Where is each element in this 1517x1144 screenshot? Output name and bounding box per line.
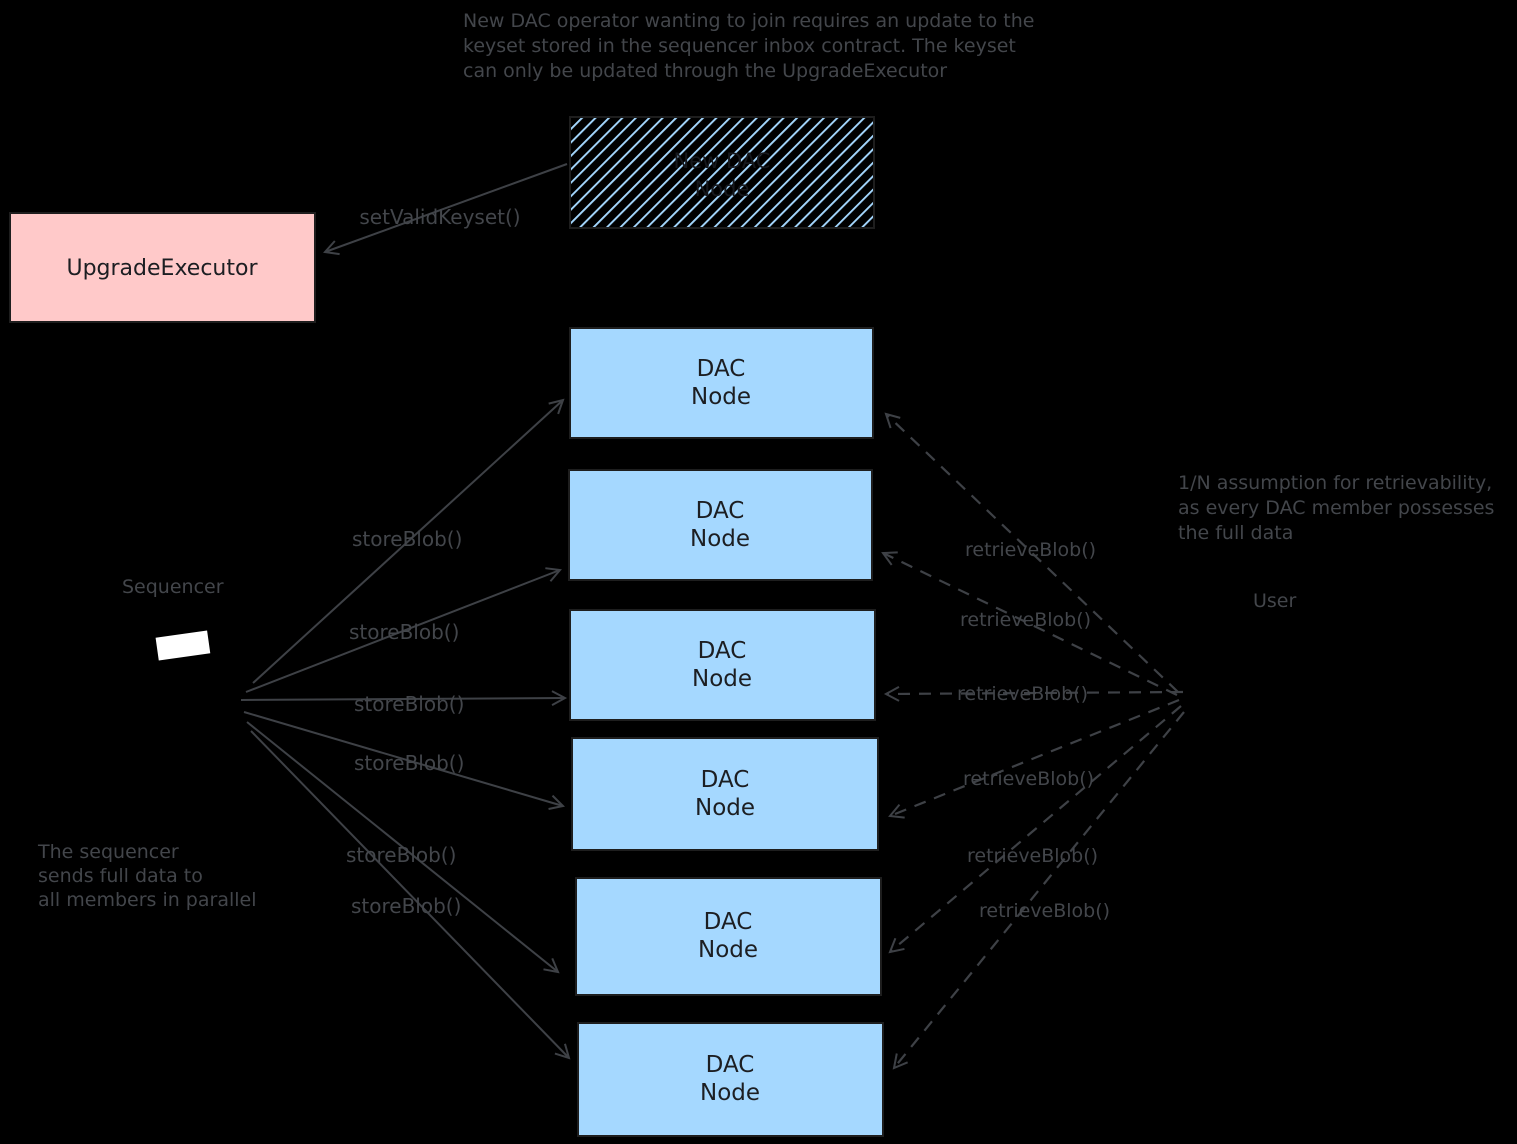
parallel-note-line3: all members in parallel	[38, 889, 257, 911]
new-dac-node-label-line2: Node	[695, 177, 750, 201]
retrievability-note-line3: the full data	[1178, 522, 1293, 544]
store-blob-arrows	[240, 398, 571, 1060]
retrieve-blob-arrows	[881, 412, 1185, 1070]
retrieve-blob-label-4: retrieveBlob()	[963, 768, 1094, 790]
dac-node-1-label-line1: DAC	[697, 356, 746, 382]
dac-node-4-label-line1: DAC	[701, 767, 750, 793]
store-blob-label-6: storeBlob()	[351, 894, 461, 918]
dac-node-box-2: DAC Node	[568, 469, 873, 581]
retrievability-note-line2: as every DAC member possesses	[1178, 497, 1494, 519]
store-blob-label-5: storeBlob()	[346, 843, 456, 867]
parallel-note-line1: The sequencer	[37, 841, 179, 863]
store-blob-label-2: storeBlob()	[349, 620, 459, 644]
dac-node-box-1: DAC Node	[569, 327, 874, 439]
upgrade-executor-label: UpgradeExecutor	[66, 256, 258, 281]
keyset-note-line2: keyset stored in the sequencer inbox con…	[463, 35, 1016, 57]
retrieve-blob-arrow-5	[888, 705, 1182, 954]
retrieve-blob-label-6: retrieveBlob()	[979, 900, 1110, 922]
store-blob-arrow-3	[240, 690, 568, 706]
dac-node-6-label-line2: Node	[700, 1080, 760, 1106]
store-blob-labels: storeBlob() storeBlob() storeBlob() stor…	[346, 527, 464, 918]
dac-node-1-label-line2: Node	[691, 384, 751, 410]
dac-node-4-label-line2: Node	[695, 795, 755, 821]
dac-node-2-label-line1: DAC	[696, 498, 745, 524]
new-dac-node-box: New DAC Node	[569, 116, 875, 229]
store-blob-arrow-1	[252, 398, 565, 684]
retrieve-blob-arrow-3	[883, 686, 1184, 702]
retrieve-blob-label-3: retrieveBlob()	[957, 683, 1088, 705]
store-blob-arrow-5	[246, 721, 560, 974]
upgrade-executor-box: UpgradeExecutor	[9, 212, 316, 323]
retrievability-note-line1: 1/N assumption for retrievability,	[1178, 472, 1492, 494]
keyset-note-line1: New DAC operator wanting to join require…	[463, 10, 1034, 32]
parallel-note-line2: sends full data to	[38, 865, 203, 887]
retrieve-blob-labels: retrieveBlob() retrieveBlob() retrieveBl…	[957, 539, 1110, 922]
user-label: User	[1253, 590, 1296, 612]
sequencer-label: Sequencer	[122, 576, 224, 598]
sequencer-laptop-icon	[155, 630, 211, 661]
dac-node-box-5: DAC Node	[575, 877, 882, 996]
set-valid-keyset-label: setValidKeyset()	[359, 205, 520, 229]
new-dac-node-label-line1: New DAC	[674, 149, 771, 173]
retrieve-blob-arrow-4	[888, 698, 1180, 819]
retrieve-blob-label-5: retrieveBlob()	[967, 845, 1098, 867]
store-blob-arrow-4	[243, 711, 566, 811]
store-blob-label-1: storeBlob()	[352, 527, 462, 551]
dac-node-6-label-line1: DAC	[706, 1052, 755, 1078]
dac-node-5-label-line2: Node	[698, 937, 758, 963]
store-blob-arrow-6	[250, 730, 571, 1060]
dac-node-3-label-line1: DAC	[698, 638, 747, 664]
dac-node-box-4: DAC Node	[571, 737, 879, 851]
retrieve-blob-arrow-1	[884, 412, 1179, 693]
dac-node-box-6: DAC Node	[577, 1022, 884, 1137]
set-valid-keyset-arrow	[323, 163, 568, 256]
store-blob-label-3: storeBlob()	[354, 692, 464, 716]
store-blob-arrow-2	[245, 567, 562, 693]
retrieve-blob-label-1: retrieveBlob()	[965, 539, 1096, 561]
dac-node-2-label-line2: Node	[690, 526, 750, 552]
keyset-note-line3: can only be updated through the UpgradeE…	[463, 60, 947, 82]
retrievability-note: 1/N assumption for retrievability, as ev…	[1178, 472, 1494, 544]
dac-node-boxes: DAC Node DAC Node DAC Node DAC Node DAC …	[568, 327, 884, 1137]
parallel-note: The sequencer sends full data to all mem…	[37, 841, 257, 911]
dac-node-5-label-line1: DAC	[704, 909, 753, 935]
retrieve-blob-label-2: retrieveBlob()	[960, 609, 1091, 631]
dac-node-3-label-line2: Node	[692, 666, 752, 692]
keyset-note: New DAC operator wanting to join require…	[463, 10, 1034, 82]
store-blob-label-4: storeBlob()	[354, 751, 464, 775]
dac-node-box-3: DAC Node	[569, 609, 876, 721]
retrieve-blob-arrow-6	[892, 711, 1185, 1070]
